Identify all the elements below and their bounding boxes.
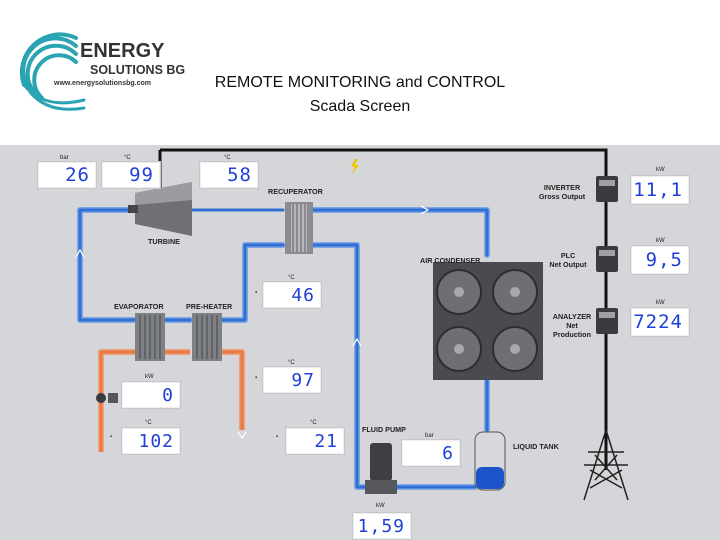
readout-value: 26 bbox=[65, 164, 90, 186]
unit-label: kW bbox=[656, 300, 665, 306]
analyzer-production-display: 7224 bbox=[630, 307, 690, 337]
power-tower-icon bbox=[583, 429, 629, 501]
pump-inlet-temp-display: 21 bbox=[285, 427, 345, 455]
readout-value: 0 bbox=[162, 384, 174, 406]
indicator-mark: ▪ bbox=[110, 434, 113, 440]
readout-value: 9,5 bbox=[645, 249, 683, 271]
readout-value: 11,1 bbox=[633, 179, 683, 201]
readout-value: 99 bbox=[129, 164, 154, 186]
recuperator-icon bbox=[285, 202, 313, 254]
liquid-tank-icon bbox=[474, 431, 506, 491]
turbine-pressure-display: 26 bbox=[37, 161, 97, 189]
hot-water-pipes bbox=[98, 349, 245, 452]
readout-value: 97 bbox=[291, 369, 315, 391]
unit-label: kW bbox=[376, 503, 385, 509]
pump-power-display: 1,59 bbox=[352, 512, 412, 540]
plc-label: PLC Net Output bbox=[549, 251, 587, 269]
readout-value: 58 bbox=[227, 164, 252, 186]
turbine-icon bbox=[128, 182, 192, 236]
brand-website: www.energysolutionsbg.com bbox=[54, 80, 151, 87]
readout-value: 102 bbox=[138, 430, 174, 452]
turbine-label: TURBINE bbox=[148, 237, 180, 246]
air-condenser-label: AIR CONDENSER bbox=[420, 256, 481, 265]
recuperator-label: RECUPERATOR bbox=[268, 187, 323, 196]
unit-label: °C bbox=[124, 155, 131, 161]
unit-label: bar bbox=[60, 155, 69, 161]
page-title: REMOTE MONITORING and CONTROL bbox=[214, 74, 506, 91]
pump-pressure-display: 6 bbox=[401, 439, 461, 467]
unit-label: °C bbox=[224, 155, 231, 161]
turbine-outlet-temp-display: 58 bbox=[199, 161, 259, 189]
inverter-label: INVERTER Gross Output bbox=[538, 183, 586, 201]
indicator-mark: ▪ bbox=[276, 434, 279, 440]
inverter-output-display: 11,1 bbox=[630, 175, 690, 205]
brand-name-line2: SOLUTIONS BG bbox=[90, 63, 186, 77]
analyzer-label: ANALYZER Net Production bbox=[552, 312, 592, 339]
evaporator-icon bbox=[135, 313, 165, 361]
hot-water-temp-display: 102 bbox=[121, 427, 181, 455]
readout-value: 6 bbox=[442, 442, 454, 464]
valve-icon bbox=[96, 393, 118, 403]
unit-label: °C bbox=[288, 360, 295, 366]
readout-value: 21 bbox=[314, 430, 338, 452]
evaporator-label: EVAPORATOR bbox=[114, 302, 164, 311]
plc-output-display: 9,5 bbox=[630, 245, 690, 275]
preheater-icon bbox=[192, 313, 222, 361]
air-condenser-icon bbox=[433, 262, 543, 380]
readout-value: 46 bbox=[291, 284, 315, 306]
brand-name-line1: ENERGY bbox=[80, 40, 165, 62]
unit-label: °C bbox=[288, 275, 295, 281]
evaporator-power-display: 0 bbox=[121, 381, 181, 409]
fluid-pump-label: FLUID PUMP bbox=[362, 425, 406, 434]
indicator-mark: ▪ bbox=[255, 375, 258, 381]
company-logo bbox=[19, 32, 86, 111]
unit-label: kW bbox=[656, 238, 665, 244]
turbine-inlet-temp-display: 99 bbox=[101, 161, 161, 189]
preheater-label: PRE-HEATER bbox=[186, 302, 233, 311]
liquid-tank-label: LIQUID TANK bbox=[513, 442, 559, 451]
readout-value: 7224 bbox=[633, 311, 683, 333]
preheater-temp-display: 97 bbox=[262, 366, 322, 394]
header: ENERGY SOLUTIONS BG www.energysolutionsb… bbox=[0, 0, 720, 145]
unit-label: °C bbox=[310, 420, 317, 426]
page-subtitle: Scada Screen bbox=[309, 98, 411, 115]
indicator-mark: ▪ bbox=[255, 290, 258, 296]
unit-label: bar bbox=[425, 433, 434, 439]
flow-arrows bbox=[75, 205, 430, 440]
recuperator-temp-display: 46 bbox=[262, 281, 322, 309]
lightning-icon bbox=[351, 159, 359, 175]
unit-label: kW bbox=[656, 167, 665, 173]
unit-label: kW bbox=[145, 374, 154, 380]
readout-value: 1,59 bbox=[357, 515, 405, 537]
unit-label: °C bbox=[145, 420, 152, 426]
fluid-pump-icon bbox=[365, 443, 397, 494]
